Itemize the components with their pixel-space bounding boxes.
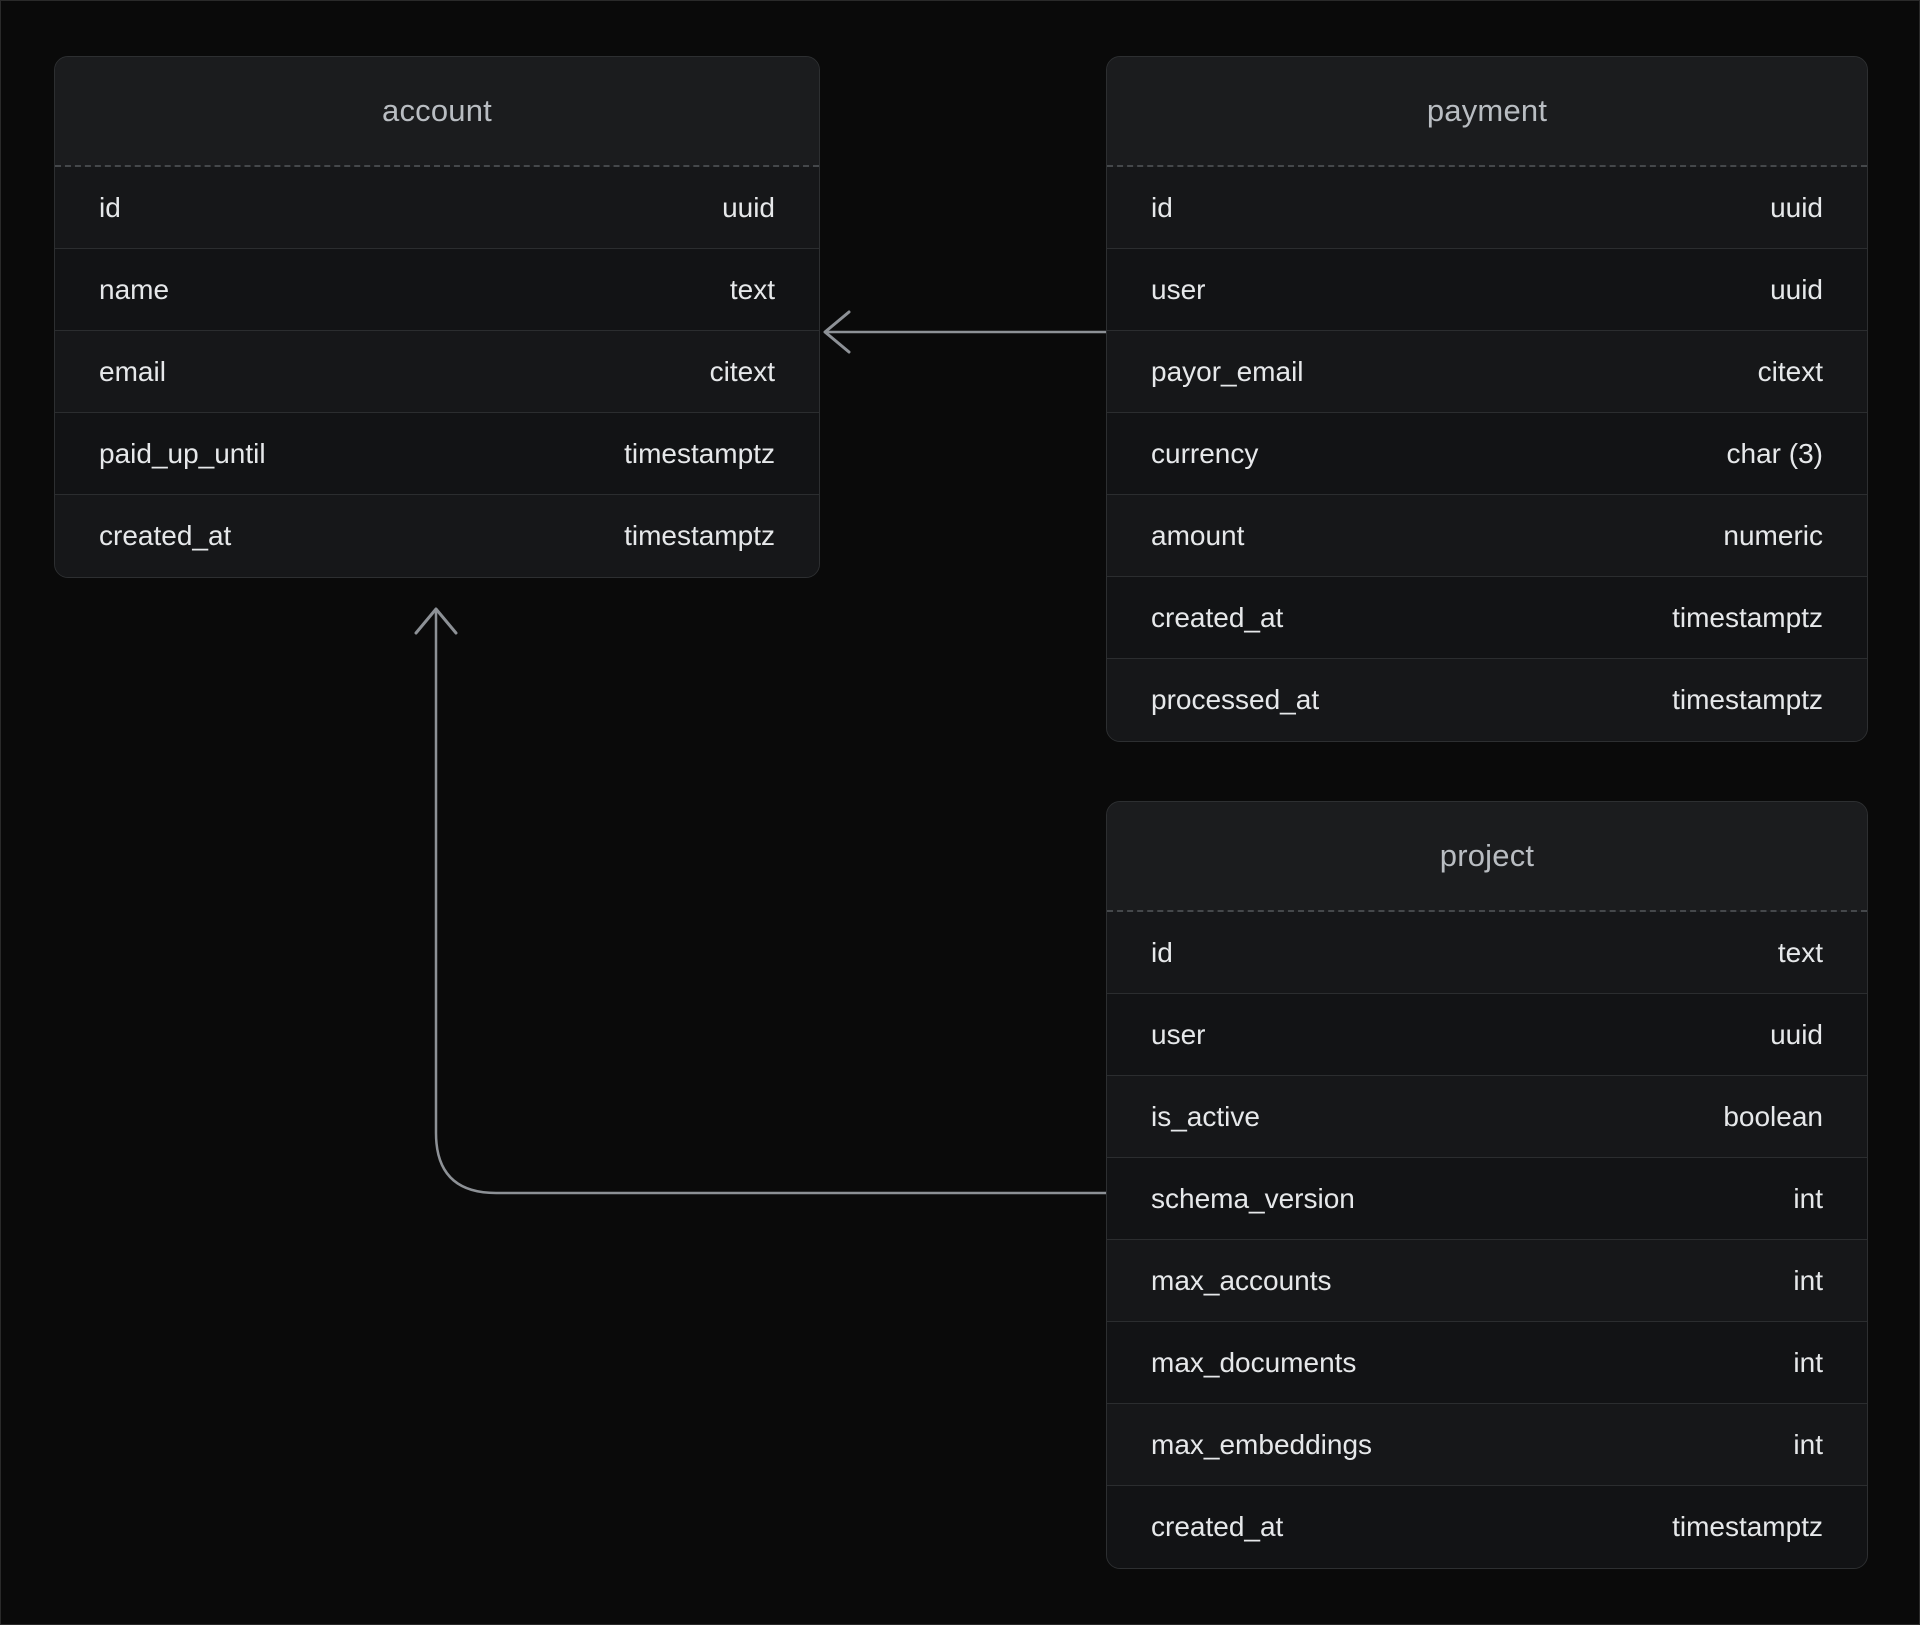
field-row[interactable]: created_at timestamptz xyxy=(1107,1486,1867,1568)
field-name: schema_version xyxy=(1151,1182,1355,1214)
field-row[interactable]: id text xyxy=(1107,912,1867,994)
field-type: uuid xyxy=(722,191,775,223)
field-list-payment: id uuid user uuid payor_email citext cur… xyxy=(1107,167,1867,741)
field-row[interactable]: is_active boolean xyxy=(1107,1076,1867,1158)
field-list-account: id uuid name text email citext paid_up_u… xyxy=(55,167,819,577)
field-row[interactable]: payor_email citext xyxy=(1107,331,1867,413)
field-row[interactable]: name text xyxy=(55,249,819,331)
entity-card-payment[interactable]: payment id uuid user uuid payor_email ci… xyxy=(1106,56,1868,742)
field-type: citext xyxy=(709,355,775,387)
header-divider xyxy=(55,165,819,167)
field-row[interactable]: email citext xyxy=(55,331,819,413)
field-row[interactable]: schema_version int xyxy=(1107,1158,1867,1240)
field-name: created_at xyxy=(99,520,232,551)
connector-payment-to-account xyxy=(823,310,1106,354)
field-name: max_documents xyxy=(1151,1346,1357,1378)
field-row[interactable]: user uuid xyxy=(1107,994,1867,1076)
field-type: int xyxy=(1793,1264,1823,1296)
field-name: is_active xyxy=(1151,1100,1260,1132)
field-type: int xyxy=(1793,1182,1823,1214)
field-name: processed_at xyxy=(1151,684,1320,715)
connector-project-to-account xyxy=(414,607,1108,1195)
field-name: user xyxy=(1151,1018,1206,1050)
entity-card-project[interactable]: project id text user uuid is_active bool… xyxy=(1106,801,1868,1569)
field-type: int xyxy=(1793,1428,1823,1460)
entity-title-account: account xyxy=(55,57,819,165)
field-name: email xyxy=(99,355,166,387)
field-name: id xyxy=(1151,191,1173,223)
field-name: max_embeddings xyxy=(1151,1428,1373,1460)
field-row[interactable]: created_at timestamptz xyxy=(55,495,819,577)
field-type: text xyxy=(1777,936,1823,968)
arrowhead-left-icon xyxy=(823,310,851,354)
field-type: citext xyxy=(1757,355,1823,387)
field-name: amount xyxy=(1151,519,1245,551)
field-list-project: id text user uuid is_active boolean sche… xyxy=(1107,912,1867,1568)
entity-title-payment: payment xyxy=(1107,57,1867,165)
field-type: uuid xyxy=(1770,1018,1823,1050)
field-row[interactable]: paid_up_until timestamptz xyxy=(55,413,819,495)
field-name: created_at xyxy=(1151,601,1284,633)
field-type: timestamptz xyxy=(1672,684,1823,715)
field-type: char (3) xyxy=(1726,437,1823,469)
arrowhead-up-icon xyxy=(414,607,458,635)
field-row[interactable]: user uuid xyxy=(1107,249,1867,331)
field-type: uuid xyxy=(1770,191,1823,223)
field-type: boolean xyxy=(1723,1100,1823,1132)
field-name: id xyxy=(99,191,121,223)
field-type: timestamptz xyxy=(624,520,775,551)
field-name: user xyxy=(1151,273,1206,305)
field-type: timestamptz xyxy=(624,437,775,469)
field-row[interactable]: created_at timestamptz xyxy=(1107,577,1867,659)
field-type: timestamptz xyxy=(1672,601,1823,633)
field-type: uuid xyxy=(1770,273,1823,305)
field-name: currency xyxy=(1151,437,1259,469)
field-row[interactable]: max_documents int xyxy=(1107,1322,1867,1404)
field-row[interactable]: amount numeric xyxy=(1107,495,1867,577)
field-name: max_accounts xyxy=(1151,1264,1332,1296)
field-row[interactable]: max_accounts int xyxy=(1107,1240,1867,1322)
field-row[interactable]: max_embeddings int xyxy=(1107,1404,1867,1486)
field-row[interactable]: id uuid xyxy=(1107,167,1867,249)
field-type: int xyxy=(1793,1346,1823,1378)
entity-title-project: project xyxy=(1107,802,1867,910)
field-row[interactable]: currency char (3) xyxy=(1107,413,1867,495)
field-name: created_at xyxy=(1151,1511,1284,1542)
field-type: numeric xyxy=(1723,519,1823,551)
entity-card-account[interactable]: account id uuid name text email citext p… xyxy=(54,56,820,578)
field-row[interactable]: processed_at timestamptz xyxy=(1107,659,1867,741)
field-name: paid_up_until xyxy=(99,437,266,469)
field-name: payor_email xyxy=(1151,355,1304,387)
header-divider xyxy=(1107,165,1867,167)
field-name: name xyxy=(99,273,170,305)
field-name: id xyxy=(1151,936,1173,968)
header-divider xyxy=(1107,910,1867,912)
field-row[interactable]: id uuid xyxy=(55,167,819,249)
field-type: text xyxy=(729,273,775,305)
field-type: timestamptz xyxy=(1672,1511,1823,1542)
